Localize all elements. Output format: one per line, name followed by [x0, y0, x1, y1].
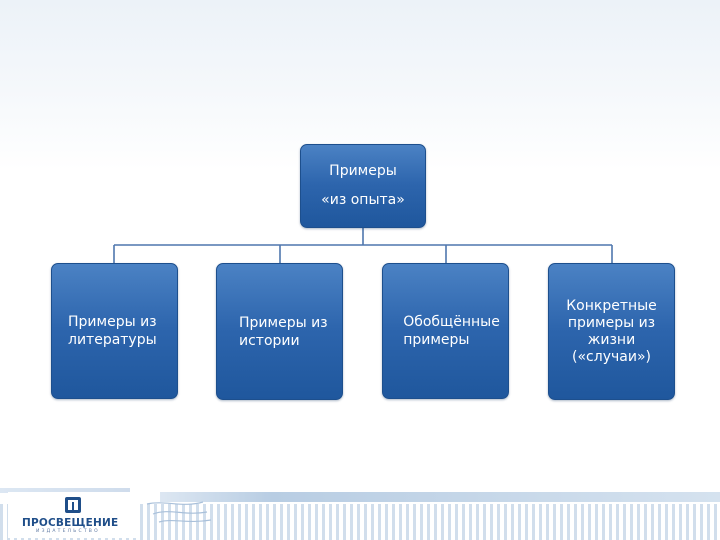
child-box-literature: Примеры из литературы — [51, 263, 178, 399]
child-box-history: Примеры из истории — [216, 263, 343, 400]
footer-flourish-graphic — [146, 501, 212, 523]
child-box-generalized: Обобщённые примеры — [382, 263, 509, 399]
footer-stripe-left — [0, 488, 130, 493]
logo-subtitle: ИЗДАТЕЛЬСТВО — [36, 529, 100, 534]
logo-title: ПРОСВЕЩЕНИЕ — [22, 517, 119, 529]
child-box-label: Примеры из литературы — [68, 314, 157, 348]
root-box: Примеры «из опыта» — [300, 144, 426, 228]
book-logo-icon — [65, 497, 81, 513]
footer-stripe — [160, 492, 720, 502]
root-box-label: Примеры «из опыта» — [321, 163, 405, 208]
child-box-label: Примеры из истории — [239, 314, 328, 349]
child-box-label: Конкретные примеры из жизни («случаи») — [566, 297, 657, 365]
child-box-label: Обобщённые примеры — [403, 314, 500, 348]
child-box-concrete: Конкретные примеры из жизни («случаи») — [548, 263, 675, 400]
publisher-logo: ПРОСВЕЩЕНИЕ ИЗДАТЕЛЬСТВО — [8, 492, 136, 538]
